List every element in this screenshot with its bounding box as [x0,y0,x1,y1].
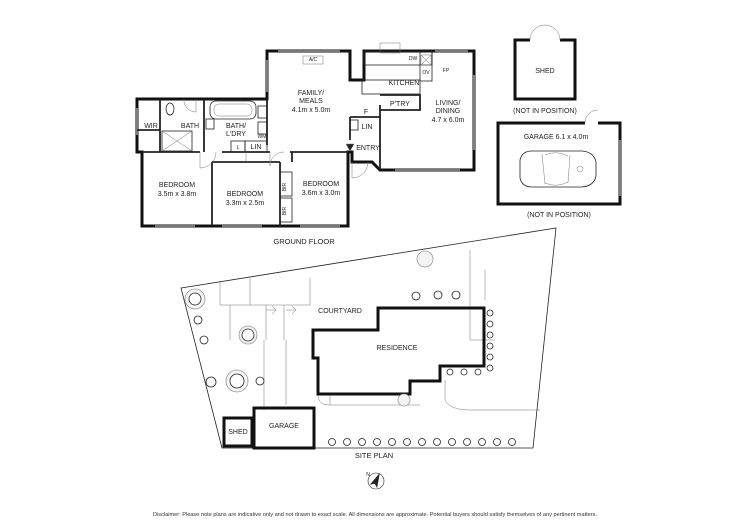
room-label-wir: WIR [144,123,158,130]
site-shed-label: SHED [228,429,247,436]
car-icon [519,150,597,188]
room-size-bedroom-3: 3.6m x 3.0m [302,190,341,197]
kitchen-bench [419,50,433,82]
garage-plan: GARAGE 6.1 x 4.0m (NOT IN POSITION) [496,109,622,219]
label-bir-1: BIR [282,182,288,191]
interior-walls [137,94,421,226]
air-conditioner-icon [302,55,324,65]
shed-plan: SHED (NOT IN POSITION) [513,24,577,115]
site-garage-label: GARAGE [269,423,299,430]
shower-icon [161,130,193,152]
cooktop-icon [420,54,432,66]
garage-not-in-position: (NOT IN POSITION) [527,212,591,219]
room-label-dining: DINING [436,108,461,115]
room-label-bedroom-1: BEDROOM [159,182,195,189]
ground-floor-caption: GROUND FLOOR [273,237,335,246]
site-plan: RESIDENCE COURTYARD GARAGE SHED [180,227,557,490]
room-label-entry: ENTRY [356,145,380,152]
disclaimer-text: Disclaimer: Please note plans are indica… [153,512,597,518]
room-size-bedroom-1: 3.5m x 3.8m [158,191,197,198]
label-fp: FP [443,68,450,74]
label-lin-kitchen: LIN [362,124,373,131]
site-boundary [180,227,557,449]
fridge-space [349,119,359,131]
kitchen-island [361,79,421,95]
built-in-robe [279,171,293,197]
room-label-family: FAMILY/ [298,90,324,97]
north-label: N [366,472,370,478]
toilet-icon [165,102,175,116]
label-ac: A/C [309,57,318,63]
door-swings [183,98,369,179]
label-fridge: F [364,109,368,116]
label-dw: DW [409,56,418,62]
linen-cupboard [244,140,268,153]
label-l: L [237,145,240,151]
label-ov: OV [422,70,430,76]
room-label-pantry: P'TRY [390,101,410,108]
label-lin-bath: LIN [251,144,262,151]
site-residence-label: RESIDENCE [377,345,418,352]
room-label-bedroom-3: BEDROOM [303,181,339,188]
garage-label: GARAGE 6.1 x 4.0m [524,134,589,141]
sink-icon [379,42,401,54]
shed-not-in-position: (NOT IN POSITION) [513,108,577,115]
ground-floor-plan: WIR BATH BATH/ L'DRY FAMILY/ MEALS 4.1m … [135,42,476,246]
room-label-bath: BATH [181,123,199,130]
room-size-family: 4.1m x 5.0m [292,107,331,114]
washing-machine-icon [257,105,268,119]
site-courtyard-label: COURTYARD [318,308,362,315]
room-label-bath-ldry-2: L'DRY [226,131,246,138]
room-label-kitchen: KITCHEN [389,80,420,87]
site-residence-outline [311,306,486,396]
room-label-bath-ldry: BATH/ [226,123,246,130]
label-bir-2: BIR [282,206,288,215]
site-plan-caption: SITE PLAN [355,451,393,460]
label-wm: WM [258,134,267,140]
room-size-bedroom-2: 3.3m x 2.5m [226,200,265,207]
site-shed-outline [222,416,254,448]
tree-icons [184,250,516,446]
built-in-robe [279,197,293,223]
site-garage-outline [252,406,316,450]
basin-icon [205,118,215,130]
shed-label: SHED [535,68,554,75]
room-label-living: LIVING/ [436,100,461,107]
room-label-bedroom-2: BEDROOM [227,191,263,198]
room-label-meals: MEALS [299,98,323,105]
bathtub-icon [209,100,257,120]
north-arrow-icon: N [366,472,385,490]
floor-outer-wall [135,49,476,228]
dryer-icon [257,121,268,135]
room-size-living: 4.7 x 6.0m [432,117,465,124]
